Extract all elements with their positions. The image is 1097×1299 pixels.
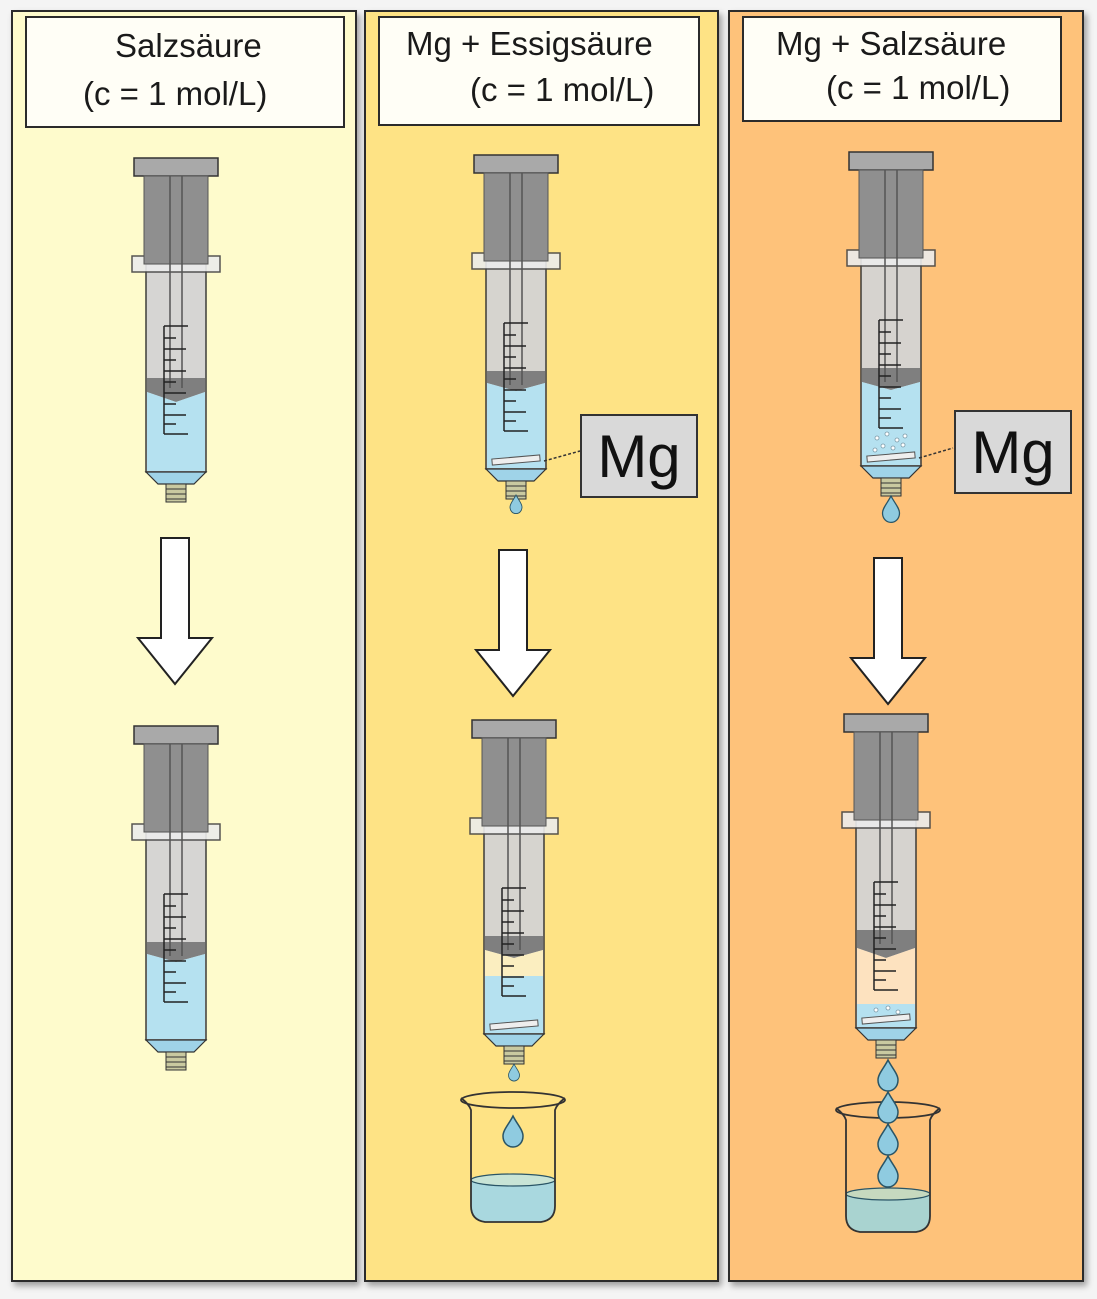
- title-line-1: Salzsäure: [115, 27, 262, 64]
- syringe-after: [131, 725, 221, 1071]
- arrow-down-icon: [137, 537, 213, 685]
- drop-stream: [877, 1059, 899, 1188]
- title-line-2: (c = 1 mol/L): [83, 75, 268, 112]
- beaker: [460, 1091, 566, 1223]
- title-box-salzsaeure: Salzsäure (c = 1 mol/L): [25, 16, 345, 128]
- title-line-1: Mg + Essigsäure: [406, 25, 653, 62]
- syringe-after: [469, 719, 559, 1082]
- syringe-after: [841, 713, 931, 1059]
- mg-ribbon: [491, 454, 541, 466]
- mg-label: Mg: [580, 414, 698, 498]
- syringe-before: [846, 151, 954, 523]
- beaker: [835, 1101, 941, 1233]
- syringe-before: [131, 157, 221, 503]
- title-line-2: (c = 1 mol/L): [470, 71, 655, 108]
- title-line-1: Mg + Salzsäure: [776, 25, 1007, 62]
- arrow-down-icon: [475, 549, 551, 697]
- arrow-down-icon: [850, 557, 926, 705]
- mg-ribbon: [866, 451, 916, 463]
- title-box-mg-essigsaeure: Mg + Essigsäure (c = 1 mol/L): [378, 16, 700, 126]
- syringe-before: [471, 154, 581, 515]
- mg-label: Mg: [954, 410, 1072, 494]
- gas-bubbles: [872, 431, 908, 453]
- title-box-mg-salzsaeure: Mg + Salzsäure (c = 1 mol/L): [742, 16, 1062, 122]
- title-line-2: (c = 1 mol/L): [826, 69, 1011, 106]
